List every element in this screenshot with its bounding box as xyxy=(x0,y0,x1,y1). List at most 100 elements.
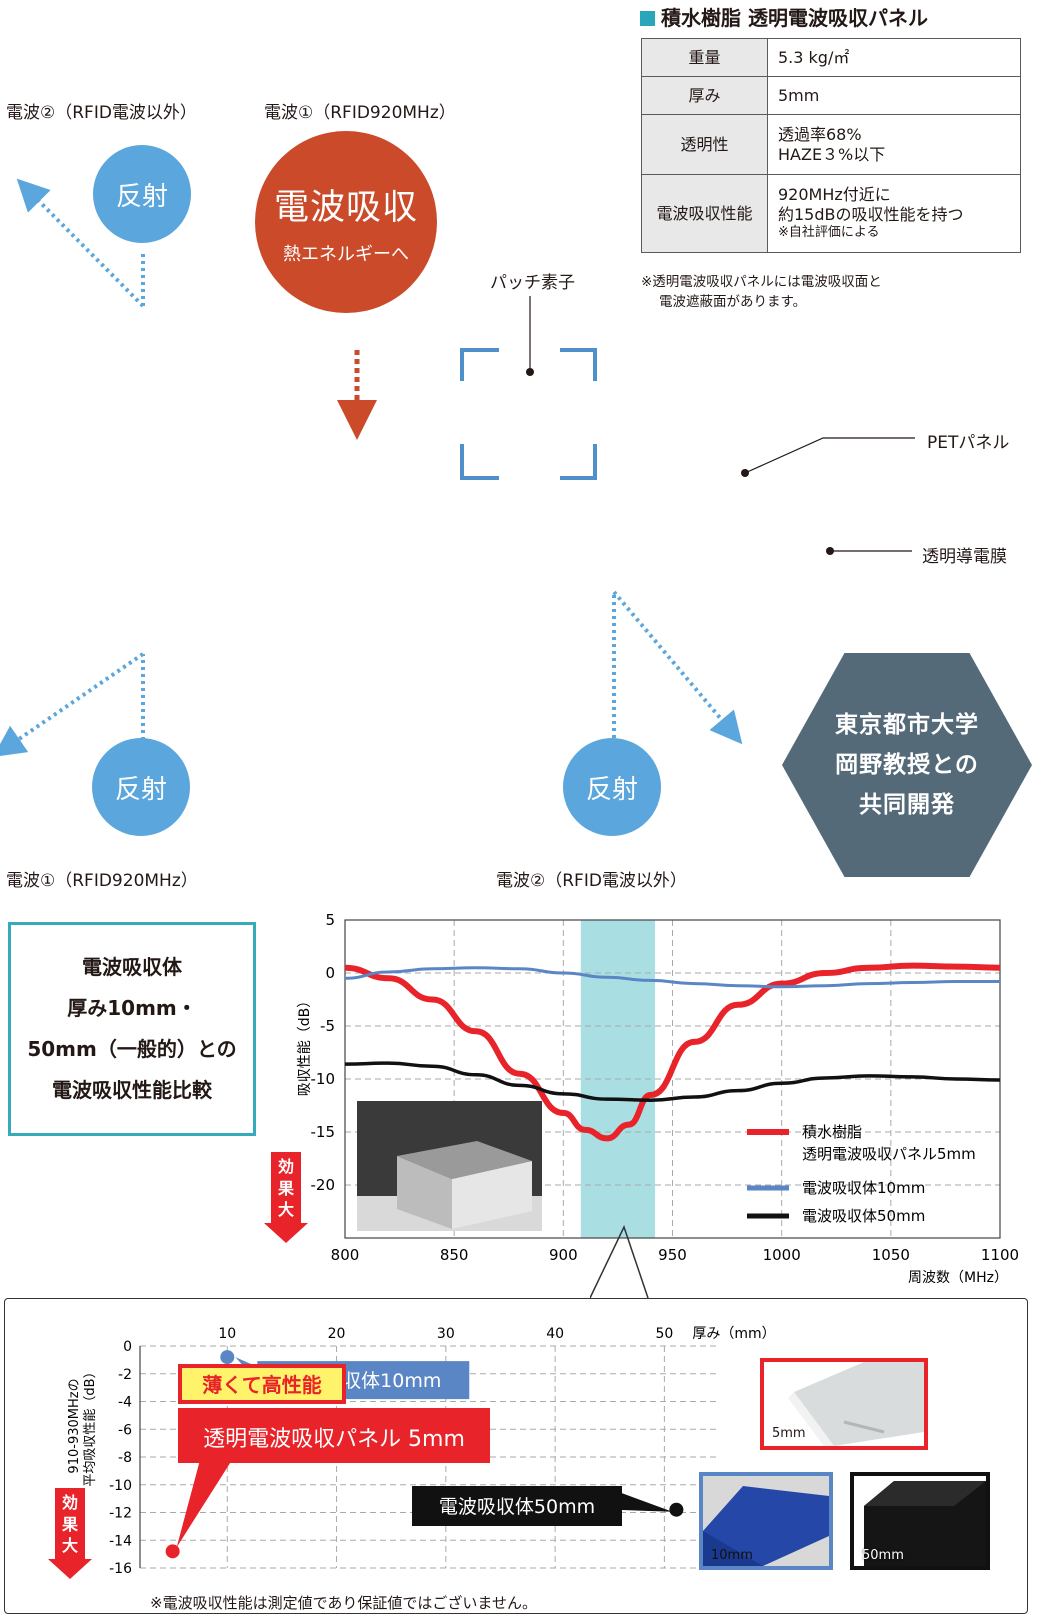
legend-label: 積水樹脂 xyxy=(802,1123,862,1141)
reflect-label: 反射 xyxy=(585,774,638,805)
patch-element-icon xyxy=(460,348,597,480)
absorb-circle: 電波吸収熱エネルギーへ xyxy=(255,131,437,313)
spec-key: 透明性 xyxy=(641,114,768,175)
y-tick-label: 0 xyxy=(123,1339,132,1355)
x-tick-label: 20 xyxy=(328,1326,346,1342)
badge-line: 岡野教授との xyxy=(835,751,979,778)
spec-value-line: 920MHz付近に xyxy=(778,185,891,205)
glass-panel-graphic xyxy=(764,1362,924,1446)
x-tick-label: 30 xyxy=(437,1326,455,1342)
x-tick-label: 950 xyxy=(658,1246,687,1264)
x-tick-label: 1100 xyxy=(981,1246,1019,1264)
patch-label: パッチ素子 xyxy=(490,273,575,293)
series-line xyxy=(344,1061,1001,1102)
comparison-line: 電波吸収性能比較 xyxy=(52,1078,212,1102)
reflect-label: 反射 xyxy=(115,181,168,212)
absorber-photo xyxy=(357,1101,542,1231)
effect-arrow-top: 効果大 xyxy=(264,1152,308,1243)
badge-line: 共同開発 xyxy=(859,792,955,819)
square-icon xyxy=(640,11,655,26)
joint-development-badge: 東京都市大学 岡野教授との 共同開発 xyxy=(782,653,1032,877)
patch-leader-dot xyxy=(526,368,534,376)
spec-value-line: HAZE３%以下 xyxy=(778,144,886,164)
zoom-connector xyxy=(590,1225,649,1299)
spec-value: 5mm xyxy=(767,76,1021,115)
y-tick-label: -5 xyxy=(320,1017,335,1035)
black-foam-graphic xyxy=(854,1476,986,1566)
reflection-arrow-top xyxy=(16,178,145,308)
absorb-sub-label: 熱エネルギーへ xyxy=(283,243,409,265)
spec-value-note: ※自社評価による xyxy=(778,225,880,241)
spec-key: 厚み xyxy=(641,76,768,115)
effect-arrow-bottom: 効果大 xyxy=(48,1488,92,1579)
photo-label: 50mm xyxy=(862,1548,904,1563)
y-tick-label: -10 xyxy=(109,1478,132,1494)
effect-char: 効 xyxy=(277,1157,294,1176)
comparison-frame xyxy=(4,1298,1028,1614)
absorber-photo-graphic xyxy=(357,1101,542,1231)
x-tick-label: 40 xyxy=(546,1326,564,1342)
spec-note: ※透明電波吸収パネルには電波吸収面と電波遮蔽面があります。 xyxy=(641,272,882,313)
legend-label: 電波吸収体10mm xyxy=(802,1179,925,1197)
diagram-graphics xyxy=(0,178,915,758)
data-point xyxy=(220,1350,235,1365)
reflect-circle-bottom-right: 反射 xyxy=(563,738,661,836)
comparison-line: 厚み10mm・ xyxy=(67,996,197,1020)
x-tick-label: 850 xyxy=(440,1246,469,1264)
down-arrow-icon xyxy=(48,1558,92,1579)
note-line: 電波遮蔽面があります。 xyxy=(659,294,807,311)
x-axis-label: 周波数（MHz） xyxy=(908,1270,1008,1286)
y-tick-label: -6 xyxy=(118,1422,132,1438)
pet-label: PETパネル xyxy=(927,433,1010,453)
note-line: ※透明電波吸収パネルには電波吸収面と xyxy=(641,274,882,290)
reflection-arrow-bottom-right xyxy=(612,590,743,745)
wave1-bottom-label: 電波①（RFID920MHz） xyxy=(6,871,198,891)
y-axis-label: 910-930MHzの xyxy=(67,1378,82,1473)
x-tick-label: 10 xyxy=(218,1326,236,1342)
spec-value-line: 透過率68% xyxy=(778,124,862,144)
y-tick-label: -8 xyxy=(118,1450,132,1466)
photo-label: 10mm xyxy=(711,1548,753,1563)
film-leader-dot xyxy=(826,547,834,555)
x-tick-label: 1000 xyxy=(763,1246,801,1264)
reflect-circle-bottom-left: 反射 xyxy=(92,738,190,836)
x-tick-label: 800 xyxy=(331,1246,360,1264)
disclaimer-note: ※電波吸収性能は測定値であり保証値ではございません。 xyxy=(150,1594,537,1612)
pet-leader-dot xyxy=(741,469,749,477)
blue-foam-graphic xyxy=(703,1476,829,1566)
callout-pointer xyxy=(176,1460,232,1548)
spec-key: 電波吸収性能 xyxy=(641,174,768,253)
series-line xyxy=(344,962,1001,1142)
point-label: 電波吸収体50mm xyxy=(439,1496,595,1518)
y-tick-label: -15 xyxy=(311,1123,336,1141)
y-tick-label: -10 xyxy=(311,1070,336,1088)
point-label-bg xyxy=(178,1408,490,1463)
comparison-line: 50mm（一般的）との xyxy=(27,1037,237,1061)
wave2-top-label: 電波②（RFID電波以外） xyxy=(6,103,197,123)
y-tick-label: -20 xyxy=(311,1176,336,1194)
badge-line: 東京都市大学 xyxy=(835,711,979,738)
film-label: 透明導電膜 xyxy=(922,547,1007,567)
spec-title: 積水樹脂 透明電波吸収パネル xyxy=(640,2,928,31)
y-tick-label: -2 xyxy=(118,1367,132,1383)
spec-key: 重量 xyxy=(641,38,768,77)
spec-value-line: 約15dBの吸収性能を持つ xyxy=(778,205,964,225)
reflection-arrow-bottom-left xyxy=(0,652,145,758)
absorb-main-label: 電波吸収 xyxy=(273,187,418,228)
absorber-50mm-photo: 50mm xyxy=(850,1472,990,1570)
comparison-line: 電波吸収体 xyxy=(82,955,182,979)
photo-label: 5mm xyxy=(772,1426,806,1441)
callout-bg xyxy=(182,1368,342,1400)
spec-value: 920MHz付近に約15dBの吸収性能を持つ※自社評価による xyxy=(767,174,1021,253)
effect-char: 果 xyxy=(277,1178,294,1198)
callout-pointer xyxy=(608,1488,673,1512)
spec-value: 5.3 kg/㎡ xyxy=(767,38,1021,77)
data-point xyxy=(669,1502,684,1517)
reflect-label: 反射 xyxy=(114,774,167,805)
table-row: 透明性透過率68%HAZE３%以下 xyxy=(641,114,1021,175)
